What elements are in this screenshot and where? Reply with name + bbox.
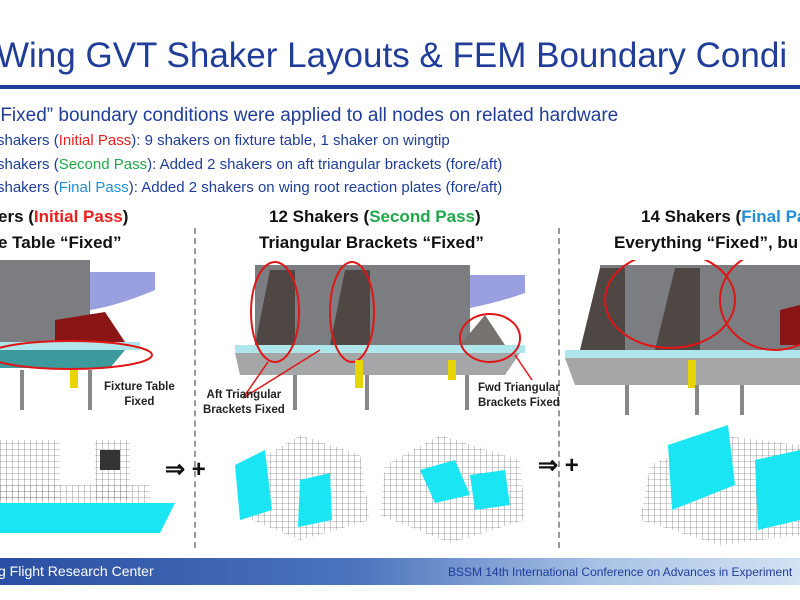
column-heading-initial: ers (Initial Pass) bbox=[0, 207, 128, 227]
cad-initial bbox=[0, 260, 155, 410]
bullet-final: shakers (Final Pass): Added 2 shakers on… bbox=[0, 179, 502, 196]
bullet-second: shakers (Second Pass): Added 2 shakers o… bbox=[0, 156, 502, 173]
column-subtitle-final: Everything “Fixed”, bu bbox=[614, 233, 799, 252]
bullet-text: shakers ( bbox=[0, 179, 59, 196]
bullet-text: shakers ( bbox=[0, 132, 59, 149]
column-heading-final: 14 Shakers (Final Pa bbox=[641, 207, 800, 227]
column-subtitle-initial: e Table “Fixed” bbox=[0, 233, 122, 252]
label-line: Brackets Fixed bbox=[203, 404, 285, 416]
pass-label: Second Pass bbox=[369, 207, 476, 226]
fem-final bbox=[640, 425, 800, 545]
footer-band bbox=[0, 558, 800, 585]
pass-label: Final Pass bbox=[58, 179, 129, 196]
heading-text: 12 Shakers ( bbox=[269, 207, 370, 226]
bullet-initial: shakers (Initial Pass): 9 shakers on fix… bbox=[0, 132, 450, 149]
pass-label: Final Pa bbox=[741, 207, 800, 226]
fem-second-a bbox=[235, 435, 370, 540]
footer-organization: g Flight Research Center bbox=[0, 563, 154, 579]
pass-label: Second Pass bbox=[58, 156, 148, 173]
column-subtitle-second: Triangular Brackets “Fixed” bbox=[259, 233, 484, 252]
label-line: Brackets Fixed bbox=[478, 397, 560, 409]
fem-second-b bbox=[380, 435, 525, 543]
cad-second bbox=[235, 261, 533, 410]
label-line: Fixed bbox=[124, 396, 155, 408]
bullet-main: “Fixed” boundary conditions were applied… bbox=[0, 105, 619, 126]
label-line: Fwd Triangular bbox=[478, 382, 560, 394]
pass-label: Initial Pass bbox=[33, 207, 123, 226]
heading-text: ) bbox=[122, 207, 129, 226]
bullet-text: shakers ( bbox=[0, 156, 59, 173]
fem-meshes bbox=[0, 425, 800, 545]
progression-arrow: ⇒ + bbox=[538, 452, 579, 479]
heading-text: ers ( bbox=[0, 207, 34, 226]
progression-arrow: ⇒ + bbox=[165, 456, 206, 483]
heading-text: 14 Shakers ( bbox=[641, 207, 742, 226]
label-line: Fixture Table bbox=[104, 381, 175, 393]
label-line: Aft Triangular bbox=[206, 389, 282, 401]
column-divider bbox=[194, 228, 196, 548]
title-rule bbox=[0, 85, 800, 89]
slide-title: Wing GVT Shaker Layouts & FEM Boundary C… bbox=[0, 36, 788, 75]
bullet-text: ): Added 2 shakers on wing root reaction… bbox=[128, 179, 503, 196]
cad-renderings bbox=[0, 260, 800, 415]
column-divider bbox=[558, 228, 560, 548]
fem-initial bbox=[0, 440, 175, 533]
pass-label: Initial Pass bbox=[58, 132, 132, 149]
bullet-text: ): Added 2 shakers on aft triangular bra… bbox=[147, 156, 503, 173]
footer-conference: BSSM 14th International Conference on Ad… bbox=[448, 565, 793, 579]
bullet-text: ): 9 shakers on fixture table, 1 shaker … bbox=[131, 132, 450, 149]
heading-text: ) bbox=[475, 207, 481, 226]
cad-final bbox=[565, 260, 800, 415]
column-heading-second: 12 Shakers (Second Pass) bbox=[269, 207, 481, 227]
